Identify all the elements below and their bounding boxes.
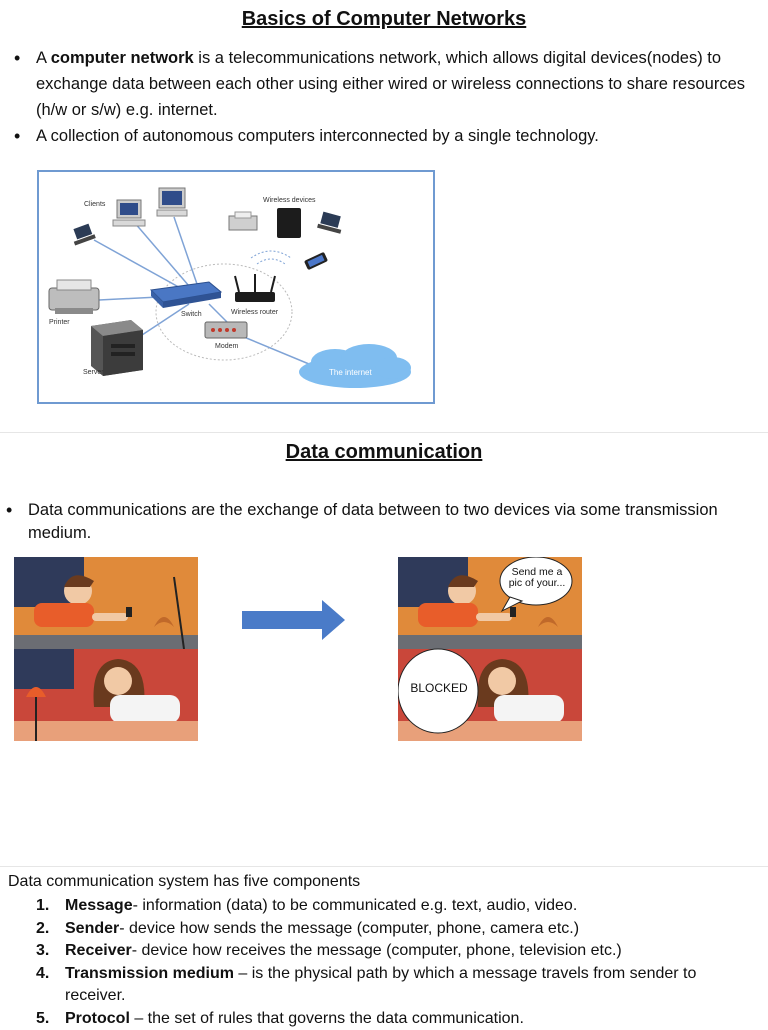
page-title-data-communication: Data communication xyxy=(0,441,768,464)
network-diagram-svg: Clients Wireless devices xyxy=(39,172,435,404)
bullet-data-communication: Data communications are the exchange of … xyxy=(0,499,762,545)
component-number: 1. xyxy=(36,895,49,918)
printer-icon xyxy=(49,280,99,314)
arrow-right-icon xyxy=(242,600,346,640)
component-term: Sender xyxy=(65,920,119,937)
component-term: Transmission medium xyxy=(65,965,234,982)
desktop-computer-icon xyxy=(113,200,145,226)
component-number: 3. xyxy=(36,940,49,963)
bullet-autonomous-computers: A collection of autonomous computers int… xyxy=(8,123,760,149)
printer-small-icon xyxy=(229,212,257,230)
label-clients: Clients xyxy=(84,201,106,208)
component-item: 4.Transmission medium – is the physical … xyxy=(36,963,748,1008)
components-list: 1. Message- information (data) to be comm… xyxy=(36,895,748,1030)
bubble-line-2: pic of your... xyxy=(502,578,572,589)
internet-cloud-icon xyxy=(299,344,411,388)
component-number: 4. xyxy=(36,963,49,986)
switch-icon xyxy=(151,282,221,308)
section-computer-networks: Basics of Computer Networks A computer n… xyxy=(0,0,768,432)
phone-icon xyxy=(304,252,328,270)
comic-left xyxy=(14,557,198,741)
component-item: 1. Message- information (data) to be comm… xyxy=(36,895,748,918)
component-text: - device how receives the message (compu… xyxy=(132,942,622,959)
component-text: - information (data) to be communicated … xyxy=(133,897,578,914)
tablet-icon xyxy=(277,208,301,238)
component-text: - device how sends the message (computer… xyxy=(119,920,579,937)
laptop-icon xyxy=(73,224,95,246)
bullet-prefix: A xyxy=(36,49,51,67)
label-wireless-devices: Wireless devices xyxy=(263,197,316,204)
label-switch: Switch xyxy=(181,311,202,318)
desktop-computer-icon xyxy=(157,188,187,216)
label-server: Server xyxy=(83,369,104,376)
component-item: 3. Receiver- device how receives the mess… xyxy=(36,940,748,963)
label-printer: Printer xyxy=(49,319,70,326)
network-diagram: Clients Wireless devices xyxy=(37,170,435,404)
comic-right: Send me a pic of your... BLOCKED xyxy=(398,557,582,741)
component-item: 2. Sender- device how sends the message (… xyxy=(36,918,748,941)
component-term: Message xyxy=(65,897,133,914)
component-number: 5. xyxy=(36,1008,49,1030)
component-number: 2. xyxy=(36,918,49,941)
page-title-networks: Basics of Computer Networks xyxy=(0,8,768,31)
component-term: Receiver xyxy=(65,942,132,959)
section-divider xyxy=(0,866,768,867)
server-icon xyxy=(91,320,143,376)
bullet-network-definition: A computer network is a telecommunicatio… xyxy=(8,45,760,123)
network-bullets: A computer network is a telecommunicatio… xyxy=(8,45,760,149)
modem-icon xyxy=(205,322,247,338)
blocked-label: BLOCKED xyxy=(408,681,470,695)
label-wireless-router: Wireless router xyxy=(231,309,279,316)
term-computer-network: computer network xyxy=(51,49,194,67)
label-modem: Modem xyxy=(215,343,239,350)
wireless-router-icon xyxy=(235,274,275,302)
data-communication-bullets: Data communications are the exchange of … xyxy=(0,499,762,545)
components-intro: Data communication system has five compo… xyxy=(8,872,360,892)
label-internet: The internet xyxy=(329,368,372,377)
comic-left-art xyxy=(14,557,198,741)
laptop-icon xyxy=(317,212,341,234)
speech-bubble-text: Send me a pic of your... xyxy=(502,567,572,589)
component-item: 5.Protocol – the set of rules that gover… xyxy=(36,1008,748,1030)
